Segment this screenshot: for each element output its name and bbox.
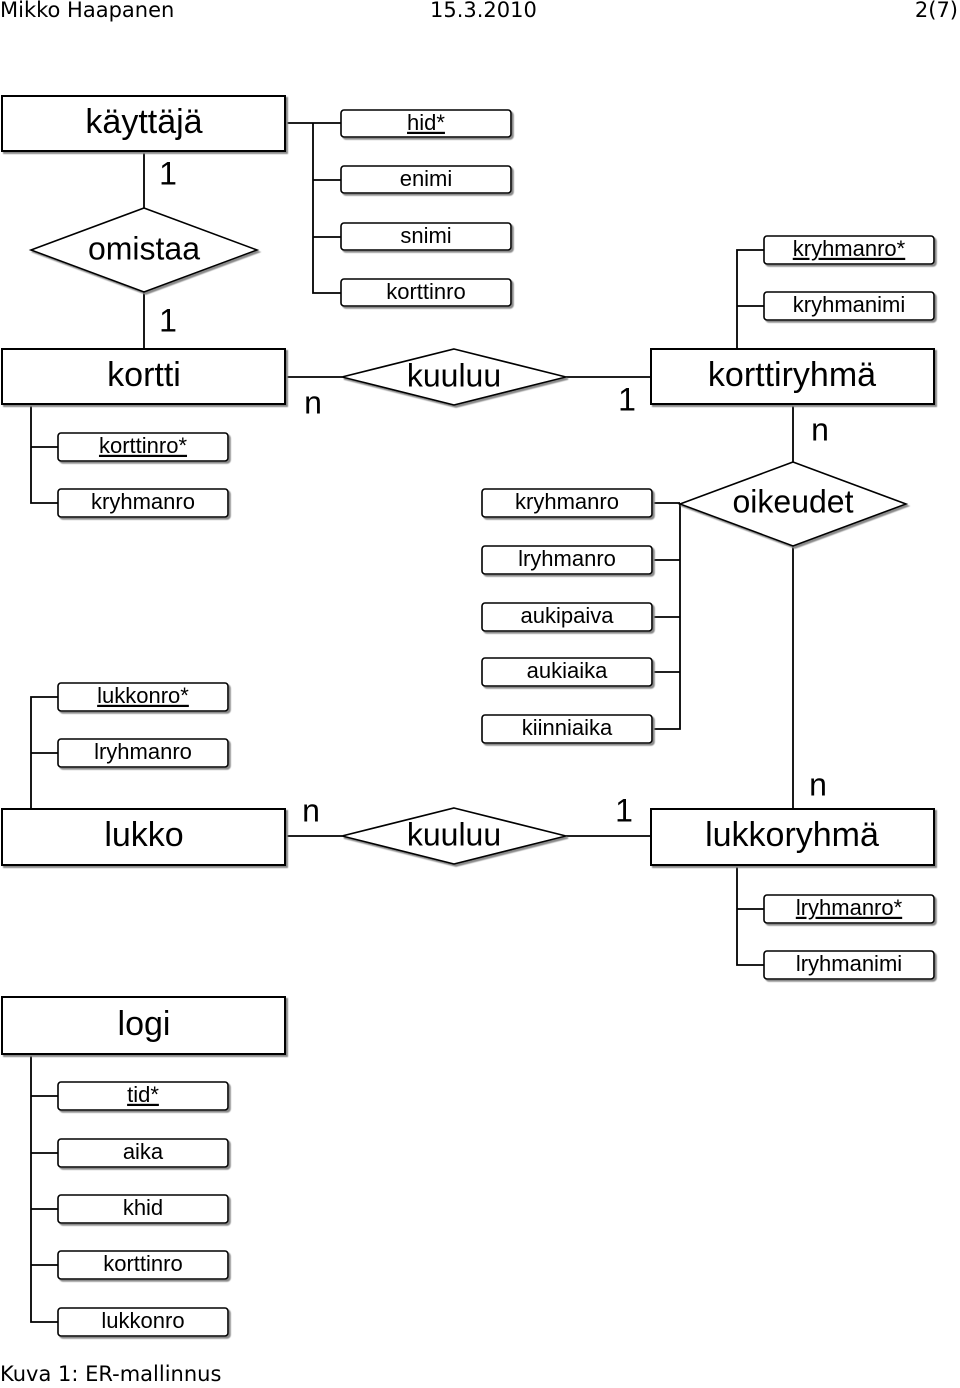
entity-lukkoryhma-label: lukkoryhmä — [705, 816, 879, 854]
cardinality-oikeudet-korttiryhma: n — [811, 411, 829, 447]
attribute-kryhmanro-kortti: kryhmanro — [57, 488, 229, 518]
entity-lukkoryhma: lukkoryhmä — [650, 808, 935, 866]
svg-text:kryhmanro: kryhmanro — [515, 489, 619, 514]
svg-text:lryhmanro: lryhmanro — [94, 739, 192, 764]
relationship-kuuluu-kortti-label: kuuluu — [407, 357, 501, 393]
relationship-kuuluu-kortti: kuuluu — [341, 348, 567, 406]
attribute-korttinro-logi: korttinro — [57, 1250, 229, 1280]
cardinality-omistaa-kayttaja: 1 — [159, 155, 177, 191]
entity-lukko-label: lukko — [104, 816, 183, 854]
attribute-korttinro-key: korttinro* — [57, 432, 229, 462]
relationship-kuuluu-lukko: kuuluu — [341, 807, 567, 865]
svg-text:tid*: tid* — [127, 1082, 159, 1107]
attribute-lryhmanro-lukko: lryhmanro — [57, 738, 229, 768]
svg-text:lryhmanro*: lryhmanro* — [796, 895, 903, 920]
svg-text:kryhmanimi: kryhmanimi — [793, 292, 905, 317]
svg-text:lukkonro: lukkonro — [101, 1308, 184, 1333]
entity-korttiryhma: korttiryhmä — [650, 348, 935, 405]
svg-text:kiinniaika: kiinniaika — [522, 715, 613, 740]
attribute-kryhmanimi: kryhmanimi — [763, 291, 935, 321]
entity-kortti-label: kortti — [107, 356, 181, 394]
header-date: 15.3.2010 — [430, 0, 537, 22]
svg-text:hid*: hid* — [407, 110, 445, 135]
header-page-number: 2(7) — [914, 0, 958, 22]
relationship-omistaa-label: omistaa — [88, 230, 200, 266]
svg-text:lryhmanimi: lryhmanimi — [796, 951, 902, 976]
relationship-oikeudet-label: oikeudet — [733, 483, 854, 519]
attribute-lryhmanimi: lryhmanimi — [763, 950, 935, 980]
svg-text:lukkonro*: lukkonro* — [97, 683, 189, 708]
attribute-lukkonro-key: lukkonro* — [57, 682, 229, 712]
svg-text:korttinro*: korttinro* — [99, 433, 187, 458]
svg-text:aukiaika: aukiaika — [527, 658, 608, 683]
figure-caption: Kuva 1: ER-mallinnus — [0, 1362, 222, 1386]
attribute-tid-key: tid* — [57, 1081, 229, 1111]
entity-kayttaja: käyttäjä — [1, 95, 286, 152]
cardinality-kuuluu-korttiryhma-1: 1 — [618, 381, 636, 417]
svg-text:korttinro: korttinro — [103, 1251, 182, 1276]
attribute-khid: khid — [57, 1194, 229, 1224]
relationship-omistaa: omistaa — [28, 207, 260, 293]
cardinality-omistaa-kortti: 1 — [159, 302, 177, 338]
cardinality-oikeudet-lukkoryhma: n — [809, 766, 827, 802]
cardinality-kuuluu-lukkoryhma-1: 1 — [615, 792, 633, 828]
svg-text:kryhmanro: kryhmanro — [91, 489, 195, 514]
svg-text:lryhmanro: lryhmanro — [518, 546, 616, 571]
entity-lukko: lukko — [1, 808, 286, 866]
attribute-enimi: enimi — [340, 165, 512, 194]
entity-kortti: kortti — [1, 348, 286, 405]
attribute-aukiaika: aukiaika — [481, 657, 653, 687]
header-author: Mikko Haapanen — [0, 0, 175, 22]
svg-text:aukipaiva: aukipaiva — [521, 603, 615, 628]
attribute-kryhmanro-oikeudet: kryhmanro — [481, 488, 653, 518]
svg-text:snimi: snimi — [400, 223, 451, 248]
attribute-lryhmanro-oikeudet: lryhmanro — [481, 545, 653, 575]
entity-korttiryhma-label: korttiryhmä — [708, 356, 876, 394]
cardinality-kuuluu-lukko-n: n — [302, 792, 320, 828]
attribute-aika: aika — [57, 1138, 229, 1168]
relationship-oikeudet: oikeudet — [677, 461, 909, 547]
attribute-lukkonro-logi: lukkonro — [57, 1307, 229, 1337]
entity-logi-label: logi — [118, 1005, 171, 1043]
entity-logi: logi — [1, 996, 286, 1055]
attribute-lryhmanro-key: lryhmanro* — [763, 894, 935, 924]
svg-text:khid: khid — [123, 1195, 163, 1220]
attribute-kiinniaika: kiinniaika — [481, 714, 653, 744]
attribute-aukipaiva: aukipaiva — [481, 602, 653, 632]
attribute-korttinro-kayttaja: korttinro — [340, 278, 512, 307]
svg-text:aika: aika — [123, 1139, 164, 1164]
svg-text:korttinro: korttinro — [386, 279, 465, 304]
cardinality-kuuluu-kortti-n: n — [304, 384, 322, 420]
attribute-hid: hid* — [340, 109, 512, 138]
relationship-kuuluu-lukko-label: kuuluu — [407, 816, 501, 852]
attribute-kryhmanro-key: kryhmanro* — [763, 235, 935, 265]
entity-kayttaja-label: käyttäjä — [85, 103, 202, 141]
svg-text:kryhmanro*: kryhmanro* — [793, 236, 906, 261]
attribute-snimi: snimi — [340, 222, 512, 251]
svg-text:enimi: enimi — [400, 166, 453, 191]
